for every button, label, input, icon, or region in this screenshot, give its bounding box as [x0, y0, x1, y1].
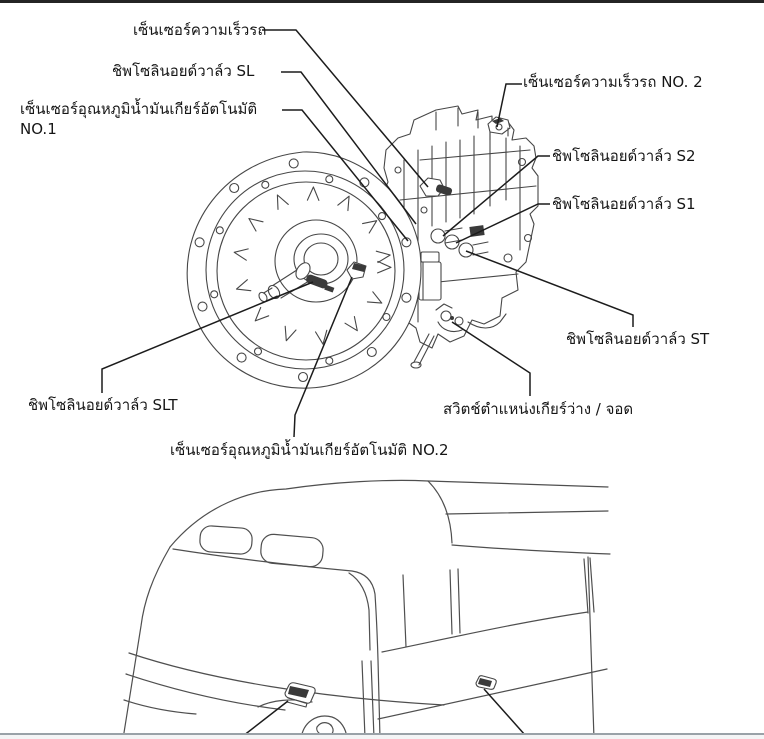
- clearance-lamp-right: [260, 533, 324, 568]
- label-vehicle-speed-sensor: เซ็นเซอร์ความเร็วรถ: [133, 21, 267, 39]
- bellhousing-holes: [194, 158, 412, 383]
- label-atf-temp-sensor-no1-line2: NO.1: [20, 120, 57, 138]
- vehicle-speed-sensor-part: [419, 177, 453, 197]
- leader-lines: [101, 29, 634, 438]
- leader-park-neutral-switch: [451, 321, 531, 396]
- page-bottom-margin: [0, 735, 764, 739]
- label-solenoid-s2: ชิพโซลินอยด์วาล์ว S2: [552, 147, 696, 165]
- leader-solenoid-st: [465, 250, 634, 327]
- leader-van-side-sensor: [483, 688, 526, 736]
- solenoid-valves: [430, 225, 489, 258]
- leader-vehicle-speed-sensor: [262, 29, 429, 188]
- leader-solenoid-sl: [281, 71, 417, 225]
- label-atf-temp-sensor-no2: เซ็นเซอร์อุณหภูมิน้ำมันเกียร์อัตโนมัติ N…: [170, 441, 449, 459]
- label-solenoid-sl: ชิพโซลินอยด์วาล์ว SL: [112, 62, 255, 80]
- label-vehicle-speed-sensor-no2: เซ็นเซอร์ความเร็วรถ NO. 2: [523, 73, 703, 91]
- flexplate-teeth: [233, 186, 392, 345]
- label-park-neutral-position-switch: สวิตช์ตำแหน่งเกียร์ว่าง / จอด: [443, 400, 634, 418]
- leader-solenoid-s1: [455, 203, 550, 244]
- leader-van-front-sensor: [242, 700, 289, 737]
- van-illustration: [122, 479, 611, 739]
- park-neutral-switch-part: [435, 303, 464, 333]
- label-atf-temp-sensor-no1-line1: เซ็นเซอร์อุณหภูมิน้ำมันเกียร์อัตโนมัติ: [20, 100, 258, 118]
- valve-body-connector: [418, 261, 442, 301]
- bell-housing: [186, 151, 422, 389]
- leader-solenoid-slt: [101, 281, 314, 393]
- input-shaft: [258, 262, 315, 303]
- van-front-sensor-part: [284, 682, 316, 708]
- label-solenoid-s1: ชิพโซลินอยด์วาล์ว S1: [552, 195, 696, 213]
- solenoid-s2-part: [430, 228, 446, 244]
- atf-temp-sensor-no2-part: [346, 261, 367, 280]
- solenoid-st-part: [458, 242, 474, 258]
- leader-solenoid-s2: [442, 155, 550, 237]
- label-solenoid-slt: ชิพโซลินอยด์วาล์ว SLT: [28, 396, 178, 414]
- transmission-illustration: [101, 29, 634, 438]
- page-bottom-border: [0, 733, 764, 735]
- leader-atf-temp-no2: [293, 276, 353, 438]
- leader-vehicle-speed-sensor-no2: [496, 83, 522, 128]
- clearance-lamp-left: [199, 525, 253, 555]
- label-atf-temp-sensor-no1: เซ็นเซอร์อุณหภูมิน้ำมันเกียร์อัตโนมัติ N…: [20, 99, 257, 139]
- van-side-sensor-part: [475, 675, 497, 690]
- page-top-border: [0, 0, 764, 3]
- solenoid-slt-part: [306, 274, 335, 293]
- label-solenoid-st: ชิพโซลินอยด์วาล์ว ST: [566, 330, 710, 348]
- leader-atf-temp-no1: [282, 109, 409, 242]
